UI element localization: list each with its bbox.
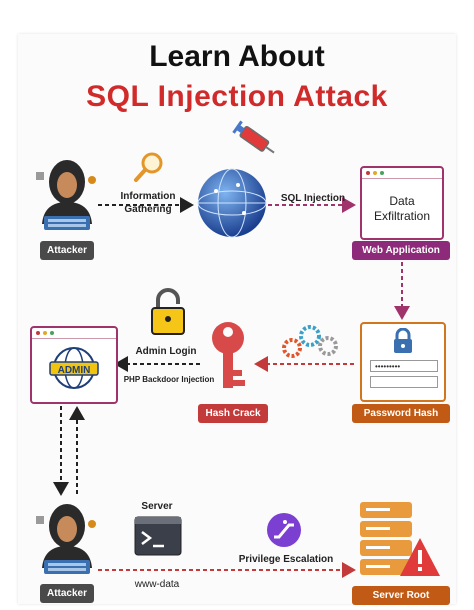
sql-injection-label: SQL Injection bbox=[280, 193, 346, 204]
hacker-bottom-icon bbox=[36, 504, 96, 574]
php-backdoor-label: PHP Backdoor Injection bbox=[123, 375, 215, 384]
padlock-icon bbox=[151, 288, 185, 335]
lock-icon bbox=[394, 328, 412, 353]
server-rack-icon bbox=[360, 502, 412, 575]
admin-globe-icon bbox=[49, 347, 99, 389]
password-hash-badge: Password Hash bbox=[352, 404, 450, 423]
data-exfiltration-window: Data Exfiltration bbox=[360, 166, 444, 240]
web-application-badge: Web Application bbox=[352, 241, 450, 260]
escalator-icon bbox=[267, 513, 301, 547]
info-gathering-label: Information Gathering bbox=[120, 191, 176, 215]
title-line1: Learn About bbox=[149, 40, 325, 73]
hacker-icon bbox=[36, 160, 96, 230]
admin-window: ADMIN bbox=[30, 326, 118, 404]
warning-icon bbox=[400, 538, 440, 576]
gears-icon bbox=[282, 325, 338, 358]
magnifier-icon bbox=[134, 152, 163, 182]
privilege-escalation-label: Privilege Escalation bbox=[238, 554, 334, 565]
admin-login-label: Admin Login bbox=[135, 346, 197, 357]
title-line2: SQL Injection Attack bbox=[86, 80, 388, 113]
password-hash-window: ••••••••• bbox=[360, 322, 446, 402]
server-root-badge: Server Root bbox=[352, 586, 450, 605]
admin-panel-label: ADMIN bbox=[57, 365, 91, 376]
password-field: ••••••••• bbox=[370, 360, 438, 372]
terminal-icon bbox=[134, 516, 182, 556]
attacker-bottom-badge: Attacker bbox=[40, 584, 94, 603]
key-icon bbox=[212, 322, 245, 388]
globe-icon bbox=[197, 168, 267, 238]
hash-crack-badge: Hash Crack bbox=[198, 404, 268, 423]
syringe-icon bbox=[232, 120, 275, 154]
attacker-top-badge: Attacker bbox=[40, 241, 94, 260]
data-exfiltration-label: Data Exfiltration bbox=[373, 194, 431, 223]
login-field bbox=[370, 376, 438, 388]
www-data-label: www-data bbox=[134, 579, 180, 590]
server-label: Server bbox=[141, 501, 173, 512]
